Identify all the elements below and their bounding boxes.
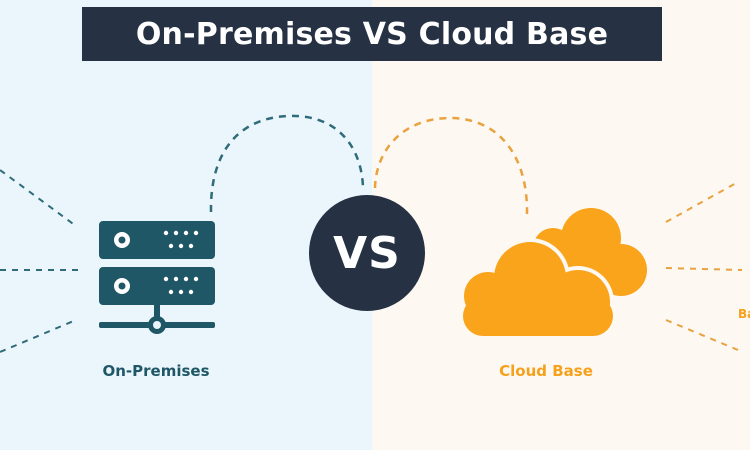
left-connector-arc bbox=[209, 114, 365, 213]
server-network-icon bbox=[99, 221, 215, 334]
cloud-icon bbox=[459, 208, 647, 340]
on-premises-label: On-Premises bbox=[102, 362, 210, 380]
right-radiating-lines bbox=[665, 181, 743, 351]
page-title: On-Premises VS Cloud Base bbox=[82, 7, 662, 61]
right-connector-arc bbox=[373, 116, 529, 215]
cloud-base-label: Cloud Base bbox=[499, 362, 593, 380]
left-radiating-lines bbox=[0, 169, 80, 353]
vs-badge: VS bbox=[309, 195, 425, 311]
cropped-edge-label: Ba bbox=[738, 307, 750, 321]
cloud-base-panel bbox=[372, 0, 750, 450]
